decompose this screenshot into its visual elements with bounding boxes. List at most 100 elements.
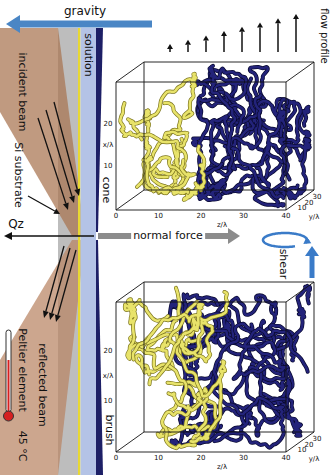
incident-ray-head xyxy=(74,188,80,196)
axis-title: flow profile xyxy=(319,8,330,63)
direction-label: gravity xyxy=(64,5,106,18)
box-edge xyxy=(314,282,315,432)
beam-label: incident beam xyxy=(16,53,28,132)
flow-arrow-head xyxy=(239,27,245,32)
flow-arrow xyxy=(169,49,171,52)
polymer-outline xyxy=(143,157,194,194)
box-edge xyxy=(116,210,286,211)
polymer-outline xyxy=(198,98,283,198)
flow-arrow-head xyxy=(293,14,299,19)
axis-title: x/λ xyxy=(103,373,114,380)
leader-arrow-head xyxy=(53,208,60,214)
polymer-chain xyxy=(120,103,186,187)
shear-arrow xyxy=(310,256,315,278)
tick-label: 10 xyxy=(104,163,113,170)
flow-arrow xyxy=(277,23,279,52)
box-edge xyxy=(116,302,117,452)
part-label: cone xyxy=(100,177,112,204)
box-edge xyxy=(116,82,117,210)
box-edge xyxy=(144,432,314,433)
tick-label: 20 xyxy=(104,348,113,355)
box-edge xyxy=(116,302,286,303)
part-label: Si substrate xyxy=(12,142,24,208)
tick-label: 30 xyxy=(239,455,248,462)
polymer-outline xyxy=(133,304,203,384)
axis-title: z/λ xyxy=(217,222,227,229)
solution-layer xyxy=(81,28,97,475)
flow-arrow xyxy=(259,28,261,53)
tick-label: 10 xyxy=(154,455,163,462)
layer-label: brush xyxy=(103,414,115,445)
polymer-chain xyxy=(125,299,168,359)
flow-arrow xyxy=(295,19,297,52)
flow-arrow xyxy=(223,36,225,52)
box-edge xyxy=(144,282,145,432)
flow-arrow-head xyxy=(203,35,209,40)
thermometer-tube xyxy=(6,330,11,412)
polymer-outline xyxy=(200,79,291,195)
incident-ray-head xyxy=(63,202,69,210)
reflected-ray-head xyxy=(49,312,55,320)
reflected-ray xyxy=(46,246,64,311)
tick-label: 30 xyxy=(313,194,322,201)
polymer-outline xyxy=(128,74,196,140)
force-label: normal force xyxy=(131,230,205,242)
part-label: Peltier element xyxy=(16,328,28,412)
tick-label: 10 xyxy=(154,213,163,220)
polymer-chain xyxy=(213,324,283,448)
flow-arrow-head xyxy=(221,31,227,36)
cone-bottom xyxy=(96,240,103,475)
tick-label: 20 xyxy=(197,455,206,462)
tick-label: 20 xyxy=(305,200,314,207)
box-edge xyxy=(286,282,314,302)
tick-label: 20 xyxy=(104,121,113,128)
polymer-chain xyxy=(143,157,194,194)
polymer-outline xyxy=(120,103,186,187)
box-edge xyxy=(144,282,314,283)
box-edge xyxy=(286,302,287,452)
flow-arrow xyxy=(187,45,189,52)
box-edge xyxy=(116,452,286,453)
polymer-chain xyxy=(128,74,196,140)
flow-arrow xyxy=(241,32,243,52)
leader-arrow xyxy=(28,196,55,211)
box-edge xyxy=(116,190,144,210)
flow-arrow-head xyxy=(257,23,263,28)
tick-label: 20 xyxy=(305,442,314,449)
polymer-chain xyxy=(200,79,291,195)
box-edge xyxy=(144,190,314,191)
incident-beam-band xyxy=(0,28,85,236)
axis-title: z/λ xyxy=(217,464,227,471)
incident-ray xyxy=(54,102,77,189)
box-edge xyxy=(286,62,314,82)
shear-arrow-head xyxy=(305,246,319,256)
box-edge xyxy=(144,62,314,63)
motion-label: shear xyxy=(277,249,289,280)
polymer-tangle xyxy=(125,286,310,448)
box-edge xyxy=(116,82,286,83)
tick-label: 30 xyxy=(313,436,322,443)
tick-label: 40 xyxy=(282,213,291,220)
brush-layer xyxy=(78,28,81,475)
polymer-chain xyxy=(133,304,203,384)
flow-arrow-head xyxy=(167,44,173,49)
qz-arrow-head xyxy=(4,232,12,240)
shear-rotation-tip-head xyxy=(303,237,311,244)
box-edge xyxy=(144,62,145,190)
layer-label: solution xyxy=(82,33,94,77)
vector-label: Qz xyxy=(8,218,24,231)
reflected-beam-band xyxy=(0,240,85,475)
thermometer-bulb xyxy=(4,411,14,421)
incident-ray-head xyxy=(69,195,75,203)
tick-label: 0 xyxy=(114,455,118,462)
beam-label: reflected beam xyxy=(36,343,48,427)
polymer-chain xyxy=(198,98,283,198)
axis-title: y/λ xyxy=(309,456,320,463)
gravity-arrow xyxy=(20,21,152,28)
thermometer-mercury xyxy=(8,360,10,412)
shear-rotation xyxy=(263,233,307,247)
tick-label: 40 xyxy=(282,455,291,462)
box-edge xyxy=(116,62,144,82)
axis-title: x/λ xyxy=(103,142,114,149)
